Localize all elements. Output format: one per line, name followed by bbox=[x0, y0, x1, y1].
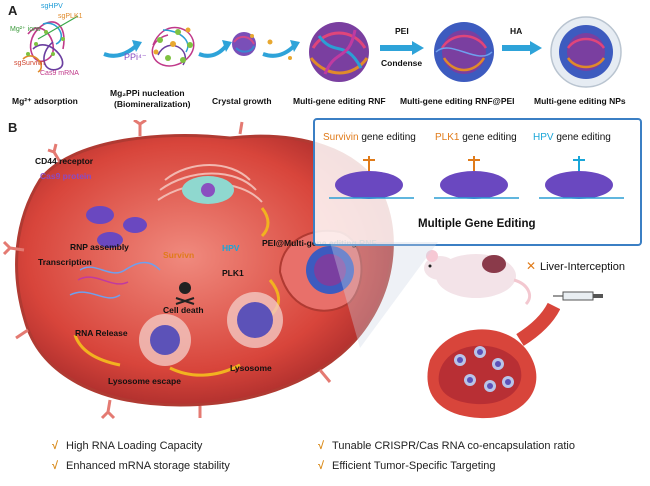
check-icon: √ bbox=[318, 440, 325, 452]
arrow-nucleation bbox=[198, 40, 232, 58]
label-rnp-assembly: RNP assembly bbox=[70, 242, 129, 252]
label-sgplk1: sgPLK1 bbox=[58, 13, 83, 20]
label-transcription: Transcription bbox=[38, 257, 92, 267]
arrow-pei bbox=[380, 41, 424, 55]
gene-item-plk1: PLK1 gene editing bbox=[435, 132, 517, 143]
label-cas9-protein: Cas9 protein bbox=[40, 171, 92, 181]
feature-3: √ Tunable CRISPR/Cas RNA co-encapsulation… bbox=[318, 440, 575, 452]
step-mg-adsorption: Mg²⁺ adsorption bbox=[12, 96, 78, 106]
label-pei: PEI bbox=[395, 26, 409, 36]
endocytosis-inset bbox=[278, 229, 363, 312]
check-icon: √ bbox=[52, 460, 59, 472]
feature-2-label: Enhanced mRNA storage stability bbox=[66, 460, 230, 472]
rna-mix-illustration bbox=[22, 15, 79, 73]
gene-item-hpv: HPV gene editing bbox=[533, 132, 611, 143]
tumor-vessel-illustration bbox=[427, 302, 560, 419]
label-cell-death: Cell death bbox=[163, 305, 204, 315]
feature-1-label: High RNA Loading Capacity bbox=[66, 440, 203, 452]
label-rna-release: RNA Release bbox=[75, 328, 128, 338]
gene-suffix-plk1: gene editing bbox=[459, 132, 517, 143]
gene-box-title: Multiple Gene Editing bbox=[418, 218, 536, 230]
label-lysosome-escape: Lysosome escape bbox=[108, 376, 181, 386]
label-survivin-target: Survivn bbox=[163, 250, 195, 260]
gene-editing-box: Survivin gene editing PLK1 gene editing … bbox=[313, 118, 642, 246]
step-crystal-growth: Crystal growth bbox=[212, 96, 272, 106]
inset-connector bbox=[330, 242, 438, 348]
arrow-crystal bbox=[262, 39, 300, 60]
label-cd44: CD44 receptor bbox=[35, 156, 94, 166]
nucleation-illustration bbox=[151, 26, 195, 67]
feature-4: √ Efficient Tumor-Specific Targeting bbox=[318, 460, 496, 472]
step-biomineralization: (Biomineralization) bbox=[114, 99, 191, 109]
label-liver-interception: Liver-Interception bbox=[540, 261, 625, 273]
feature-1: √ High RNA Loading Capacity bbox=[52, 440, 202, 452]
step-rnf: Multi-gene editing RNF bbox=[293, 96, 386, 106]
feature-4-label: Efficient Tumor-Specific Targeting bbox=[332, 460, 496, 472]
label-mg-ions: Mg²⁺ ions bbox=[10, 26, 41, 33]
label-ha: HA bbox=[510, 26, 523, 36]
label-plk1-target: PLK1 bbox=[222, 268, 244, 278]
label-ppi: PPi⁴⁻ bbox=[124, 52, 147, 62]
gene-name-plk1: PLK1 bbox=[435, 132, 460, 143]
arrow-ppi bbox=[103, 40, 142, 58]
label-sghpv: sgHPV bbox=[41, 3, 63, 10]
label-lysosome: Lysosome bbox=[230, 363, 272, 373]
rnf-pei-sphere-illustration bbox=[434, 22, 494, 82]
crystal-illustration bbox=[232, 32, 256, 56]
cas9-complexes-illustration bbox=[329, 156, 624, 199]
gene-item-survivin: Survivin gene editing bbox=[323, 132, 416, 143]
mouse-illustration bbox=[424, 250, 531, 306]
np-sphere-illustration bbox=[550, 16, 622, 88]
cell-illustration bbox=[2, 120, 394, 420]
check-icon: √ bbox=[318, 460, 325, 472]
intercept-icon: ✕ bbox=[526, 259, 537, 273]
label-cas9-mrna: Cas9 mRNA bbox=[40, 70, 79, 77]
gene-name-survivin: Survivin bbox=[323, 132, 359, 143]
step-nps: Multi-gene editing NPs bbox=[534, 96, 626, 106]
gene-suffix-hpv: gene editing bbox=[553, 132, 611, 143]
syringe-icon bbox=[553, 291, 603, 301]
label-condense: Condense bbox=[381, 58, 423, 68]
feature-2: √ Enhanced mRNA storage stability bbox=[52, 460, 230, 472]
panel-label-b: B bbox=[8, 120, 18, 135]
step-nucleation: Mg₂PPi nucleation bbox=[110, 88, 185, 98]
check-icon: √ bbox=[52, 440, 59, 452]
step-rnf-pei: Multi-gene editing RNF@PEI bbox=[400, 96, 515, 106]
gene-name-hpv: HPV bbox=[533, 132, 554, 143]
rnf-sphere-illustration bbox=[309, 22, 369, 82]
arrow-ha bbox=[502, 41, 542, 55]
label-hpv-target: HPV bbox=[222, 243, 240, 253]
feature-3-label: Tunable CRISPR/Cas RNA co-encapsulation … bbox=[332, 440, 575, 452]
panel-label-a: A bbox=[8, 3, 18, 18]
gene-suffix-survivin: gene editing bbox=[358, 132, 416, 143]
label-sgsurvivin: sgSurvivn bbox=[14, 60, 45, 67]
